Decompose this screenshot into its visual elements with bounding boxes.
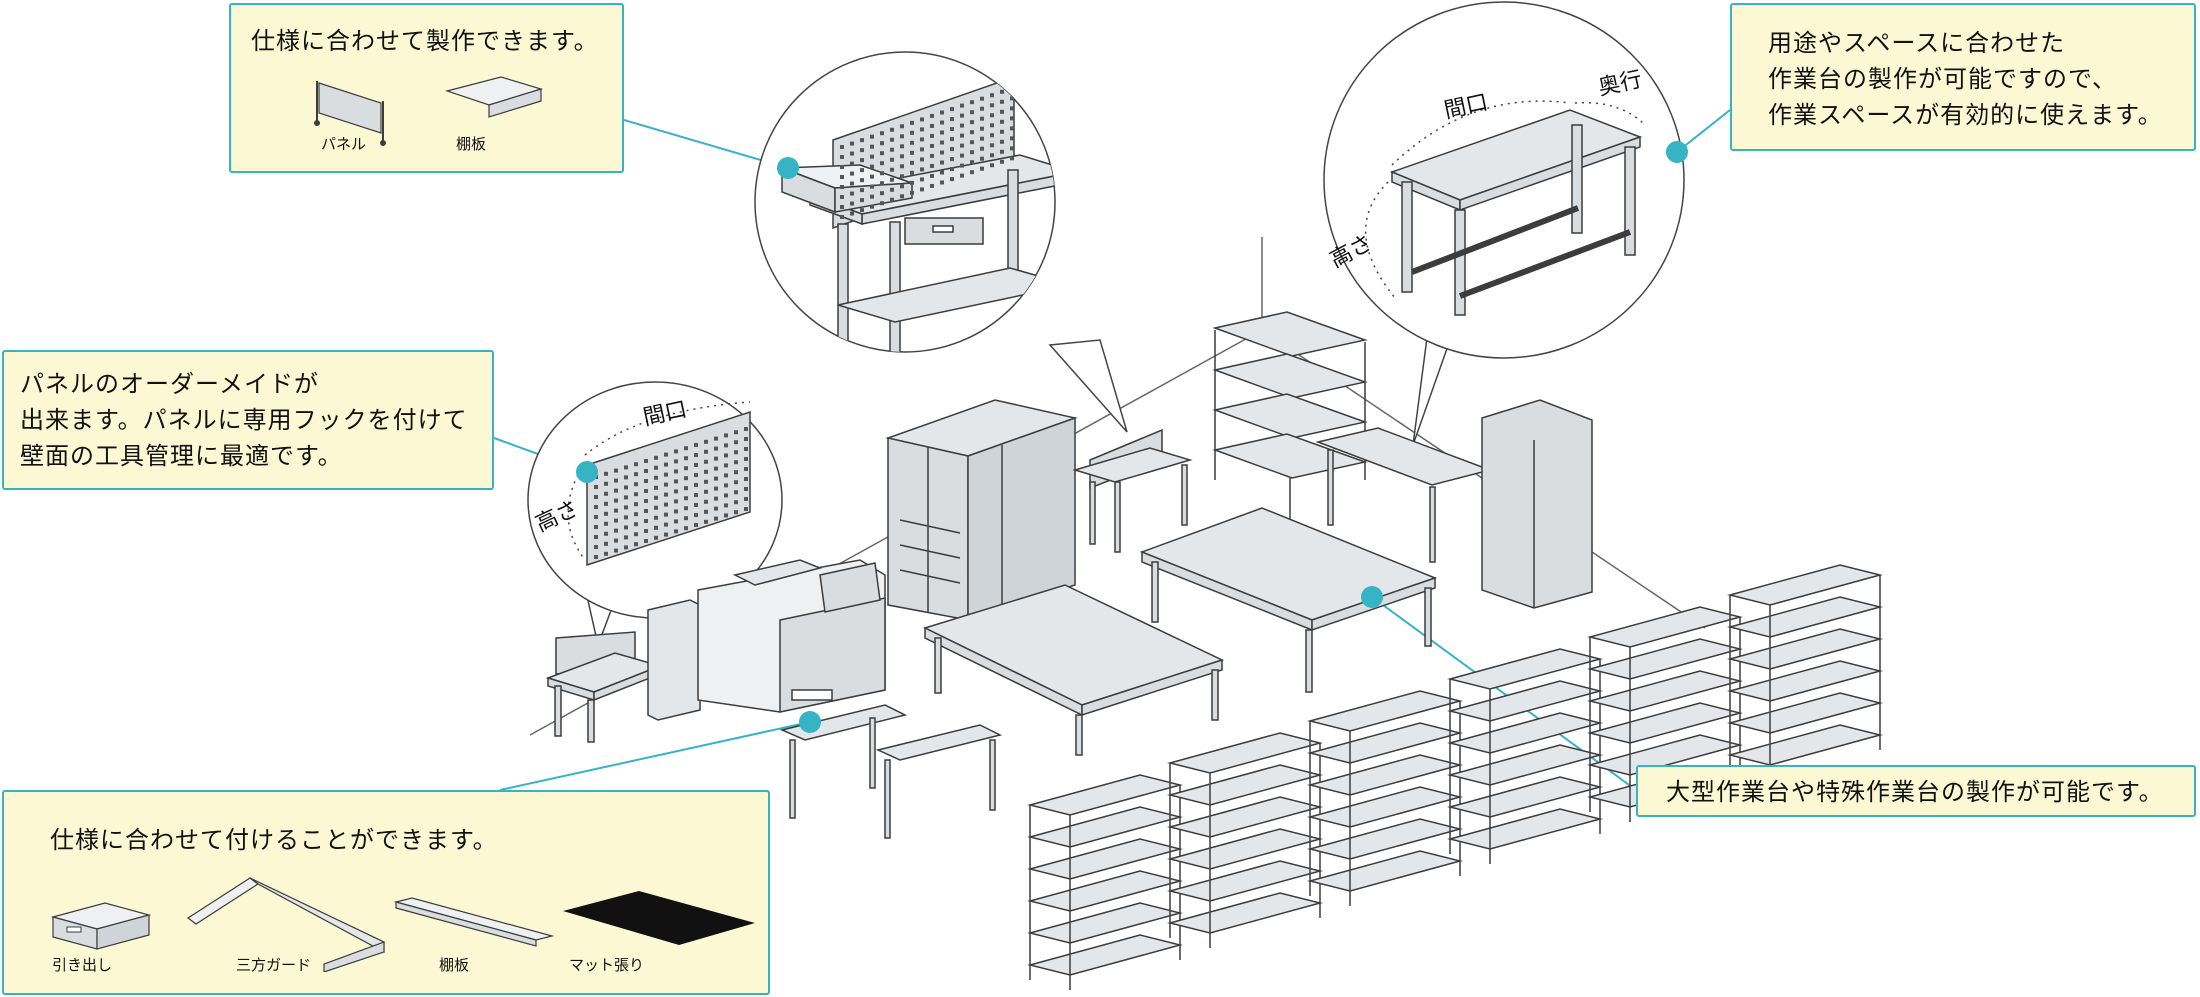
drawer-thumbnail (50, 902, 152, 950)
marker-dot (576, 461, 598, 483)
callout-text: 用途やスペースに合わせた 作業台の製作が可能ですので、 作業スペースが有効的に使… (1768, 29, 2163, 129)
shelf-thumbnail (444, 76, 544, 118)
shelf-board-label: 棚板 (439, 956, 470, 974)
marker-dot (1361, 586, 1383, 608)
callout-text: 仕様に合わせて製作できます。 (251, 27, 599, 55)
zoom-bubble-dimensions (1323, 1, 1688, 446)
panel-thumbnail (314, 81, 386, 146)
callout-panel-order: パネルのオーダーメイドが 出来ます。パネルに専用フックを付けて 壁面の工具管理に… (2, 350, 494, 490)
drawer-label: 引き出し (52, 956, 113, 974)
callout-large-bench: 大型作業台や特殊作業台の製作が可能です。 (1636, 765, 2196, 817)
large-table-front (922, 584, 1225, 756)
guard-label: 三方ガード (236, 956, 312, 974)
panel-holes (840, 86, 1014, 219)
callout-text: 仕様に合わせて付けることができます。 (50, 826, 498, 854)
workbench-with-panel (1072, 428, 1193, 553)
small-workbench-left (545, 631, 663, 743)
large-table-rear (1139, 507, 1438, 693)
machine-tool (647, 559, 886, 721)
panel-thumbnail-label: パネル (321, 135, 367, 153)
storage-cabinet (885, 399, 1078, 622)
zoom-bubble-panel (527, 381, 783, 648)
mat-label: マット張り (569, 956, 645, 974)
callout-custom-spec: 仕様に合わせて製作できます。 パネル 棚板 (229, 3, 624, 173)
mat-thumbnail (563, 891, 755, 945)
shelf-thumbnail-label: 棚板 (456, 135, 487, 153)
zoom-bubble-workbench (754, 51, 1128, 433)
marker-dot (777, 157, 799, 179)
shelving-row (1027, 564, 1883, 990)
long-workbench-right (1315, 399, 1593, 609)
marker-dot (799, 711, 821, 733)
marker-dot (1666, 141, 1688, 163)
callout-text: パネルのオーダーメイドが 出来ます。パネルに専用フックを付けて 壁面の工具管理に… (20, 370, 468, 470)
callout-attachments: 仕様に合わせて付けることができます。 引き出し 三方ガード 棚板 マット張り (2, 790, 770, 995)
callout-workbench-space: 用途やスペースに合わせた 作業台の製作が可能ですので、 作業スペースが有効的に使… (1730, 3, 2196, 151)
callout-text: 大型作業台や特殊作業台の製作が可能です。 (1666, 778, 2164, 806)
guard-thumbnail (186, 877, 385, 972)
shelf-board-thumbnail (393, 897, 555, 947)
